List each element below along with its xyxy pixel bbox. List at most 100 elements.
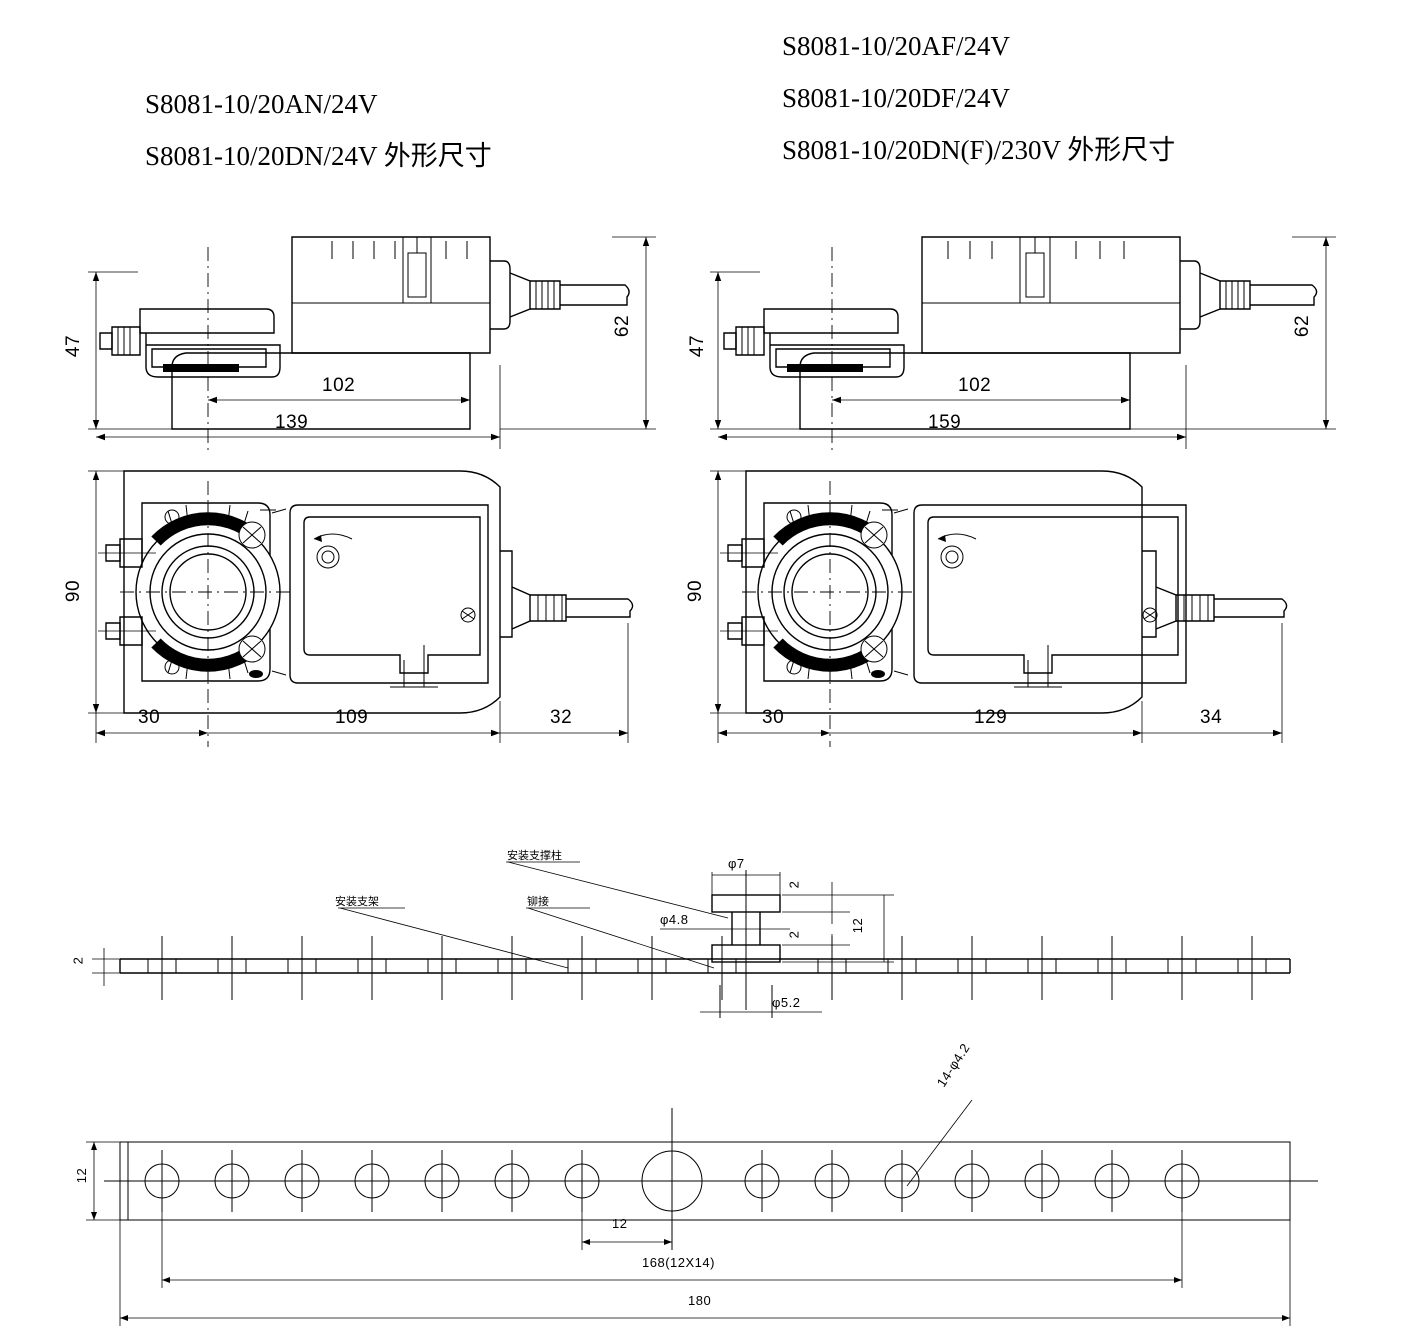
dim-row-bottom xyxy=(95,623,629,743)
dim-span-168 xyxy=(161,1212,1183,1288)
hub-screw-bottom xyxy=(238,635,266,663)
strip-hole-marks xyxy=(147,959,1267,973)
view-right-side-elevation: 47 62 102 159 xyxy=(687,215,1360,465)
dim-right-plan-129: 129 xyxy=(974,707,1008,728)
title-right-line-1: S8081-10/20AF/24V xyxy=(782,31,1011,61)
view-right-plan: 90 30 129 34 xyxy=(685,455,1350,755)
override-symbol-right xyxy=(937,533,977,569)
dim-right-62: 62 xyxy=(1292,314,1314,338)
override-symbol xyxy=(313,533,353,569)
cover-screw xyxy=(460,607,476,623)
dim-row-bottom-right xyxy=(717,623,1283,743)
dim-pitch-text: 12 xyxy=(612,1216,628,1231)
dim-2-top xyxy=(782,882,850,924)
dim-right-plan-90: 90 xyxy=(685,579,707,603)
dim-2-bottom-text: 2 xyxy=(786,930,802,939)
dim-phi7 xyxy=(711,872,781,898)
shaft-clamp-right xyxy=(723,308,905,378)
housing-latch-right xyxy=(1019,236,1051,304)
dim-left-plan-32: 32 xyxy=(550,707,573,728)
cable-strain-relief xyxy=(535,281,555,309)
leader-rivet xyxy=(526,907,715,969)
plan-cable-right xyxy=(1142,550,1288,638)
cable-gland xyxy=(490,260,630,330)
dim-phi52-text: φ5.2 xyxy=(772,995,801,1010)
terminal-lower xyxy=(105,616,143,646)
dim-47-left xyxy=(88,271,180,430)
plan-cable xyxy=(500,550,634,638)
cable-gland-right xyxy=(1180,260,1318,330)
title-block-right: S8081-10/20AF/24V S8081-10/20DF/24V S808… xyxy=(782,20,1175,176)
dim-102 xyxy=(208,365,471,411)
dim-left-plan-90: 90 xyxy=(63,579,85,603)
view-bracket-elevation: 安装支架 铆接 安装支撑柱 φ7 φ4.8 φ5.2 2 2 12 2 xyxy=(60,840,1350,1040)
dim-plate-width-12 xyxy=(86,1141,130,1221)
hub-screw-top xyxy=(238,521,266,549)
label-support-post: 安装支撑柱 xyxy=(507,849,562,862)
housing-fins xyxy=(331,241,468,259)
dim-plate-width-text: 12 xyxy=(74,1167,90,1184)
dim-right-47: 47 xyxy=(687,334,709,358)
dim-139 xyxy=(96,365,501,449)
housing-fins-right xyxy=(947,241,1125,259)
dim-47-right-view xyxy=(710,271,820,430)
dim-62-right xyxy=(500,236,656,430)
dim-159 xyxy=(718,365,1187,449)
dim-right-102: 102 xyxy=(958,375,992,396)
actuator-body-outline xyxy=(123,470,501,714)
title-right-line-3: S8081-10/20DN(F)/230V 外形尺寸 xyxy=(782,135,1176,165)
leader-post xyxy=(506,861,729,919)
hub-screw-top-right xyxy=(860,521,888,549)
leader-hole-callout xyxy=(906,1099,973,1187)
label-rivet: 铆接 xyxy=(527,895,549,908)
cover-panel xyxy=(289,504,489,684)
dim-12-post xyxy=(850,894,894,963)
actuator-body-outline-right xyxy=(745,470,1143,714)
dim-62-right-view xyxy=(1130,236,1336,430)
dim-overall-text: 180 xyxy=(688,1293,712,1308)
dim-left-47: 47 xyxy=(63,334,85,358)
post-centerlines xyxy=(719,870,773,1018)
dim-2-bottom xyxy=(782,934,850,974)
dim-left-plan-109: 109 xyxy=(335,707,369,728)
title-right-line-2: S8081-10/20DF/24V xyxy=(782,83,1011,113)
title-left-line-2: S8081-10/20DN/24V 外形尺寸 xyxy=(145,141,492,171)
dim-2-top-text: 2 xyxy=(786,880,802,889)
dim-102-right xyxy=(832,365,1131,411)
dim-span-text: 168(12X14) xyxy=(642,1255,715,1270)
dim-left-102: 102 xyxy=(322,375,356,396)
housing-latch xyxy=(402,236,432,304)
view-left-side-elevation: 47 62 102 139 xyxy=(60,215,680,465)
title-left-line-1: S8081-10/20AN/24V xyxy=(145,89,378,119)
strip-centerlines xyxy=(161,936,1253,1000)
dim-right-plan-30: 30 xyxy=(762,707,785,728)
view-left-plan: 90 30 109 32 xyxy=(60,455,680,755)
title-block-left: S8081-10/20AN/24V S8081-10/20DN/24V 外形尺寸 xyxy=(145,78,492,182)
dim-pitch-12 xyxy=(581,1212,672,1250)
dim-hole-callout-text: 14-φ4.2 xyxy=(933,1040,973,1090)
dim-2-strip xyxy=(92,948,130,986)
plate-hole-centerlines xyxy=(161,1108,1183,1250)
dim-left-plan-30: 30 xyxy=(138,707,161,728)
dim-phi48-text: φ4.8 xyxy=(660,912,689,927)
terminal-lower-right xyxy=(727,616,765,646)
dim-2-strip-text: 2 xyxy=(70,956,86,965)
leader-bracket xyxy=(338,907,569,969)
dim-right-plan-34: 34 xyxy=(1200,707,1223,728)
bracket-strip xyxy=(119,958,1291,974)
hub-screw-bottom-right xyxy=(860,635,888,663)
label-mounting-bracket: 安装支架 xyxy=(335,895,379,908)
terminal-upper xyxy=(105,538,143,568)
view-bracket-plan: 12 12 168(12X14) 180 14-φ4.2 xyxy=(60,1040,1350,1335)
dim-left-139: 139 xyxy=(275,412,309,433)
dim-phi7-text: φ7 xyxy=(728,856,745,871)
dim-right-159: 159 xyxy=(928,412,962,433)
cover-screw-right xyxy=(1142,607,1158,623)
dim-12-post-text: 12 xyxy=(850,917,866,934)
shaft-clamp xyxy=(99,308,281,378)
dim-left-62: 62 xyxy=(612,314,634,338)
terminal-upper-right xyxy=(727,538,765,568)
hub-plate-right xyxy=(763,502,893,682)
hub-plate xyxy=(141,502,271,682)
